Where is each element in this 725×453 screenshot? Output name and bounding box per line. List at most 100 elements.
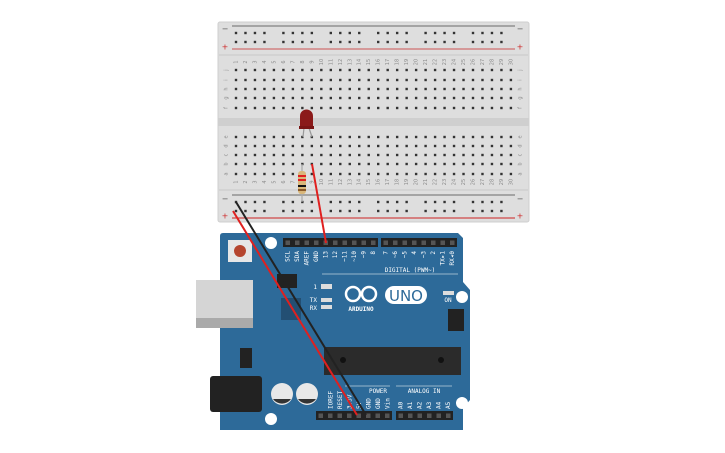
breadboard-hole[interactable] [329, 40, 332, 44]
breadboard-hole[interactable] [310, 144, 314, 148]
breadboard-hole[interactable] [358, 106, 361, 110]
breadboard-hole[interactable] [443, 209, 446, 213]
breadboard-hole[interactable] [414, 106, 418, 110]
breadboard-hole[interactable] [377, 162, 380, 166]
breadboard-hole[interactable] [509, 96, 513, 100]
breadboard-hole[interactable] [481, 209, 484, 213]
breadboard-hole[interactable] [395, 209, 399, 213]
breadboard-hole[interactable] [329, 162, 332, 166]
breadboard-hole[interactable] [329, 172, 332, 176]
breadboard-hole[interactable] [301, 209, 304, 213]
breadboard-hole[interactable] [433, 106, 437, 110]
arduino-uno[interactable]: UNO ARDUINO DIGITAL (PWM~) 1 TX RX ON PO… [196, 233, 470, 430]
breadboard-hole[interactable] [358, 40, 361, 44]
breadboard-hole[interactable] [424, 40, 427, 44]
breadboard-hole[interactable] [500, 68, 503, 72]
breadboard-hole[interactable] [263, 40, 266, 44]
breadboard-hole[interactable] [405, 200, 408, 204]
breadboard-hole[interactable] [471, 144, 475, 148]
header-pin[interactable] [337, 413, 343, 419]
breadboard-hole[interactable] [443, 172, 446, 176]
breadboard-hole[interactable] [471, 96, 475, 100]
breadboard-hole[interactable] [395, 31, 399, 35]
breadboard-hole[interactable] [452, 68, 456, 72]
breadboard-hole[interactable] [433, 172, 437, 176]
breadboard-hole[interactable] [386, 87, 389, 91]
breadboard-hole[interactable] [500, 200, 503, 204]
breadboard-hole[interactable] [452, 31, 456, 35]
breadboard-hole[interactable] [272, 135, 276, 139]
breadboard-hole[interactable] [377, 106, 380, 110]
breadboard-hole[interactable] [253, 78, 257, 82]
breadboard-hole[interactable] [367, 135, 370, 139]
breadboard-hole[interactable] [339, 144, 342, 148]
breadboard-hole[interactable] [348, 106, 351, 110]
breadboard-hole[interactable] [481, 144, 484, 148]
breadboard-hole[interactable] [253, 153, 257, 157]
breadboard-hole[interactable] [234, 87, 238, 91]
breadboard-hole[interactable] [272, 106, 276, 110]
breadboard-hole[interactable] [443, 31, 446, 35]
breadboard-hole[interactable] [490, 162, 494, 166]
breadboard-hole[interactable] [310, 153, 314, 157]
breadboard-hole[interactable] [386, 209, 389, 213]
breadboard-hole[interactable] [263, 162, 266, 166]
breadboard-hole[interactable] [490, 172, 494, 176]
breadboard-hole[interactable] [433, 40, 437, 44]
breadboard-hole[interactable] [462, 96, 465, 100]
breadboard-hole[interactable] [443, 153, 446, 157]
header-pin[interactable] [347, 413, 352, 419]
header-pin[interactable] [412, 240, 417, 246]
breadboard-hole[interactable] [253, 209, 257, 213]
breadboard-hole[interactable] [358, 209, 361, 213]
breadboard-hole[interactable] [234, 78, 238, 82]
breadboard-hole[interactable] [244, 172, 247, 176]
breadboard-hole[interactable] [377, 40, 380, 44]
breadboard-hole[interactable] [367, 96, 370, 100]
breadboard-hole[interactable] [481, 162, 484, 166]
breadboard-hole[interactable] [443, 96, 446, 100]
breadboard-hole[interactable] [414, 172, 418, 176]
breadboard-hole[interactable] [339, 40, 342, 44]
breadboard-hole[interactable] [471, 209, 475, 213]
breadboard-hole[interactable] [509, 144, 513, 148]
breadboard-hole[interactable] [509, 135, 513, 139]
breadboard-hole[interactable] [348, 144, 351, 148]
breadboard-hole[interactable] [490, 78, 494, 82]
breadboard-hole[interactable] [348, 135, 351, 139]
breadboard-hole[interactable] [481, 172, 484, 176]
breadboard-hole[interactable] [500, 78, 503, 82]
breadboard-hole[interactable] [452, 135, 456, 139]
breadboard-hole[interactable] [471, 87, 475, 91]
breadboard-hole[interactable] [348, 31, 351, 35]
breadboard-hole[interactable] [395, 96, 399, 100]
breadboard-hole[interactable] [282, 209, 285, 213]
breadboard-hole[interactable] [291, 144, 295, 148]
breadboard-hole[interactable] [320, 78, 323, 82]
breadboard-hole[interactable] [358, 78, 361, 82]
breadboard-hole[interactable] [386, 96, 389, 100]
breadboard-hole[interactable] [452, 200, 456, 204]
breadboard-hole[interactable] [386, 31, 389, 35]
breadboard-hole[interactable] [244, 162, 247, 166]
breadboard-hole[interactable] [386, 172, 389, 176]
breadboard-hole[interactable] [253, 87, 257, 91]
breadboard-hole[interactable] [310, 96, 314, 100]
breadboard-hole[interactable] [443, 200, 446, 204]
breadboard-hole[interactable] [320, 144, 323, 148]
breadboard-hole[interactable] [424, 87, 427, 91]
breadboard-hole[interactable] [443, 135, 446, 139]
breadboard-hole[interactable] [433, 209, 437, 213]
breadboard-hole[interactable] [310, 87, 314, 91]
breadboard-hole[interactable] [462, 106, 465, 110]
breadboard-hole[interactable] [253, 96, 257, 100]
breadboard-hole[interactable] [377, 172, 380, 176]
header-pin[interactable] [398, 413, 404, 419]
breadboard-hole[interactable] [291, 78, 295, 82]
breadboard-hole[interactable] [329, 78, 332, 82]
header-pin[interactable] [417, 413, 423, 419]
header-pin[interactable] [342, 240, 348, 246]
breadboard-hole[interactable] [301, 144, 304, 148]
breadboard-hole[interactable] [234, 153, 238, 157]
breadboard-hole[interactable] [282, 135, 285, 139]
